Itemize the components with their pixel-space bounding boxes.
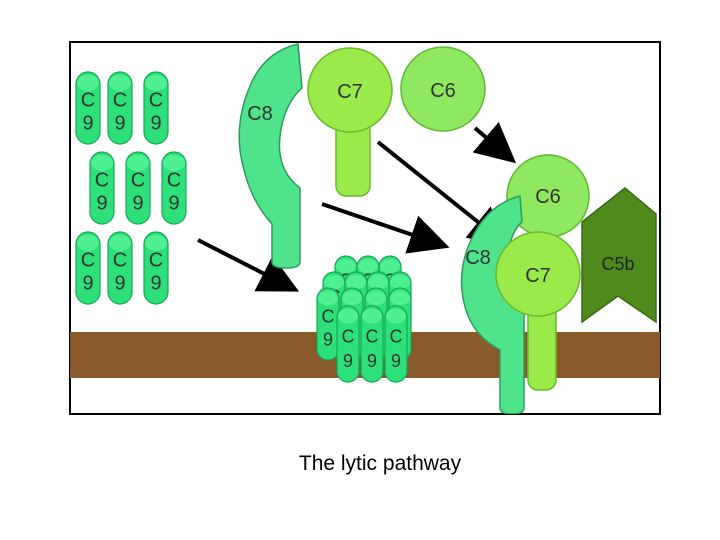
c9-body xyxy=(125,151,151,225)
c9-cap xyxy=(390,274,410,290)
c9-molecule: C9 xyxy=(336,305,360,383)
complex-c8-label: C8 xyxy=(465,247,491,269)
c9-cap xyxy=(145,234,167,251)
c9-label-bottom: 9 xyxy=(132,193,143,215)
c9-label-bottom: 9 xyxy=(343,351,353,371)
caption: The lytic pathway xyxy=(298,452,462,475)
c9-body xyxy=(161,151,187,225)
c9-label-bottom: 9 xyxy=(391,351,401,371)
c9-molecule: C9 xyxy=(75,231,101,305)
free-c8: C8 xyxy=(238,43,303,269)
c9-label-top: C xyxy=(81,250,95,272)
c9-molecule: C9 xyxy=(107,231,133,305)
c9-label-bottom: 9 xyxy=(150,273,161,295)
c9-cap xyxy=(324,274,344,290)
c9-body xyxy=(75,71,101,145)
c9-cap xyxy=(380,258,400,274)
c9-label-top: C xyxy=(95,170,109,192)
c9-molecule: C9 xyxy=(107,71,133,145)
c9-cap xyxy=(368,274,388,290)
complex-c7-head xyxy=(495,231,581,317)
c9-cap xyxy=(338,308,358,324)
c9-label-bottom: 9 xyxy=(82,273,93,295)
c9-molecule: C9 xyxy=(384,305,408,383)
c9-label-bottom: 9 xyxy=(114,273,125,295)
arrow-c8-to-complex xyxy=(321,202,450,254)
c9-molecule: C9 xyxy=(360,305,384,383)
c8-shape xyxy=(238,43,303,269)
c9-molecule: C9 xyxy=(75,71,101,145)
c9-cap xyxy=(390,290,410,306)
c9-cap xyxy=(362,308,382,324)
c9-body xyxy=(89,151,115,225)
c9-cap xyxy=(318,290,338,306)
c9-cap xyxy=(127,154,149,171)
c9-label-bottom: 9 xyxy=(367,351,377,371)
arrow-c9-to-pore xyxy=(197,238,300,292)
c9-cap xyxy=(366,290,386,306)
c9-molecule: C9 xyxy=(143,231,169,305)
c6-circle xyxy=(400,46,486,132)
c9-label-top: C xyxy=(167,170,181,192)
c9-cap xyxy=(386,308,406,324)
c5b-shape xyxy=(581,187,657,324)
c7-head xyxy=(307,47,393,133)
c9-label-top: C xyxy=(131,170,145,192)
c9-label-top: C xyxy=(342,326,355,346)
c9-label-top: C xyxy=(366,326,379,346)
c9-cap xyxy=(163,154,185,171)
c9-label-top: C xyxy=(113,250,127,272)
c9-label-bottom: 9 xyxy=(168,193,179,215)
c9-label-bottom: 9 xyxy=(323,330,333,350)
c8-label: C8 xyxy=(247,103,273,125)
c9-label-bottom: 9 xyxy=(96,193,107,215)
c9-cap xyxy=(109,234,131,251)
c9-body xyxy=(384,305,408,383)
c9-cap xyxy=(77,234,99,251)
c9-body xyxy=(336,305,360,383)
arrow-c6-to-complex xyxy=(472,121,517,164)
c9-body xyxy=(75,231,101,305)
c9-pore: C9C9C9C9C9C9C9C9C9C9C9C9C9C9 xyxy=(316,255,412,383)
c9-body xyxy=(143,71,169,145)
complex-c7-label: C7 xyxy=(525,265,551,287)
c9-label-top: C xyxy=(149,250,163,272)
complex-c6-label: C6 xyxy=(535,186,561,208)
c7-label: C7 xyxy=(337,81,363,103)
c9-body xyxy=(107,71,133,145)
c9-molecule: C9 xyxy=(316,287,340,361)
c9-label-top: C xyxy=(81,90,95,112)
c9-label-top: C xyxy=(113,90,127,112)
c9-label-bottom: 9 xyxy=(114,113,125,135)
c9-molecule: C9 xyxy=(89,151,115,225)
c9-body xyxy=(107,231,133,305)
c9-cap xyxy=(342,290,362,306)
c9-label-top: C xyxy=(149,90,163,112)
c9-molecule: C9 xyxy=(143,71,169,145)
c9-cap xyxy=(346,274,366,290)
c9-cap xyxy=(358,258,378,274)
c9-cap xyxy=(91,154,113,171)
c9-cap xyxy=(336,258,356,274)
c9-body xyxy=(360,305,384,383)
membrane-attack-complex: C5b C6 C8 C7 xyxy=(460,154,657,414)
c9-cap xyxy=(109,74,131,91)
c9-body xyxy=(143,231,169,305)
c9-label-top: C xyxy=(390,326,403,346)
free-c6: C6 xyxy=(400,46,486,132)
c9-label-top: C xyxy=(322,307,335,327)
c9-cap xyxy=(145,74,167,91)
c9-cap xyxy=(77,74,99,91)
c9-molecule: C9 xyxy=(161,151,187,225)
c6-label: C6 xyxy=(430,80,456,102)
c9-label-bottom: 9 xyxy=(150,113,161,135)
free-c7: C7 xyxy=(307,47,393,197)
c9-molecule: C9 xyxy=(125,151,151,225)
c9-label-bottom: 9 xyxy=(82,113,93,135)
c5b-label: C5b xyxy=(601,254,634,274)
